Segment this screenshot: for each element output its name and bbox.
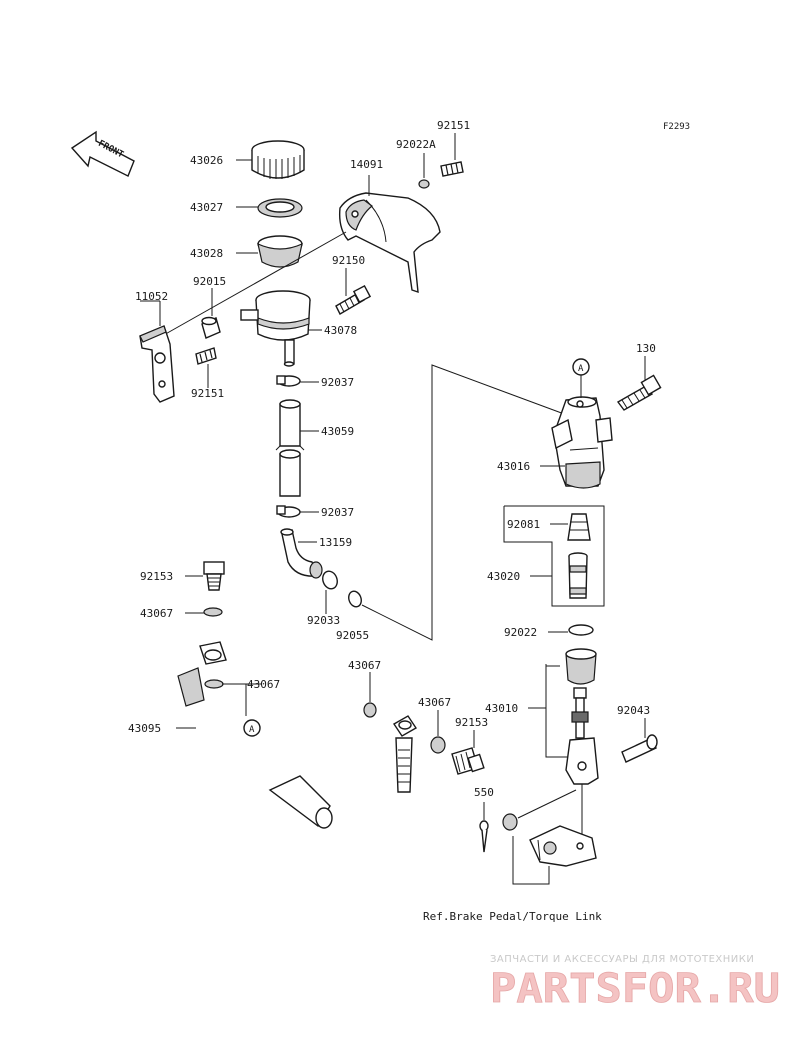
- label-92151-top: 92151: [437, 119, 470, 132]
- callout-a-top-letter: A: [578, 364, 584, 374]
- washer-43067-c: [363, 702, 377, 718]
- boot-92081: [567, 513, 591, 541]
- banjo-bolt-92153-left: [203, 561, 225, 591]
- label-43028: 43028: [190, 247, 223, 260]
- push-rod-43010: [565, 648, 599, 785]
- washer-43067-b: [204, 679, 224, 689]
- label-43095: 43095: [128, 722, 161, 735]
- label-130: 130: [636, 342, 656, 355]
- diagram-code: F2293: [663, 122, 690, 132]
- label-92015: 92015: [193, 275, 226, 288]
- piston-kit-43020: [568, 552, 588, 599]
- brake-hose-43095: [172, 641, 417, 836]
- label-92033: 92033: [307, 614, 340, 627]
- clamp-92037-a: [276, 375, 301, 387]
- label-43059: 43059: [321, 425, 354, 438]
- label-92151-left: 92151: [191, 387, 224, 400]
- label-92037-a: 92037: [321, 376, 354, 389]
- label-14091: 14091: [350, 158, 383, 171]
- label-43027: 43027: [190, 201, 223, 214]
- brake-pedal-link: [529, 825, 597, 867]
- label-43026: 43026: [190, 154, 223, 167]
- reference-note: Ref.Brake Pedal/Torque Link: [423, 910, 602, 923]
- label-11052: 11052: [135, 290, 168, 303]
- reservoir-cover-14091: [338, 192, 441, 294]
- banjo-bolt-92153-mid: [451, 747, 485, 775]
- label-92022: 92022: [504, 626, 537, 639]
- label-43016: 43016: [497, 460, 530, 473]
- label-43078: 43078: [324, 324, 357, 337]
- bracket-11052: [139, 325, 175, 403]
- reservoir-tank-43078: [240, 290, 311, 367]
- label-43067-a: 43067: [140, 607, 173, 620]
- collar-92015: [201, 316, 221, 339]
- circlip-92033: [322, 570, 338, 590]
- callout-a-bottom: A: [243, 719, 261, 737]
- washer-link: [502, 813, 518, 831]
- o-ring-92055: [348, 590, 362, 608]
- callout-a-bottom-letter: A: [249, 725, 255, 735]
- label-92037-b: 92037: [321, 506, 354, 519]
- master-cylinder-43016: [551, 396, 613, 489]
- label-92055: 92055: [336, 629, 369, 642]
- callout-a-top: A: [572, 358, 590, 376]
- label-550: 550: [474, 786, 494, 799]
- washer-43067-a: [203, 607, 223, 617]
- label-92153-left: 92153: [140, 570, 173, 583]
- watermark-brand: PARTSFOR.RU: [490, 966, 780, 1012]
- label-43067-d: 43067: [418, 696, 451, 709]
- label-43067-c: 43067: [348, 659, 381, 672]
- clamp-92037-b: [276, 505, 301, 518]
- bolt-92151-top: [440, 161, 464, 177]
- reservoir-cap-43026: [251, 140, 305, 179]
- pin-92043: [621, 734, 658, 763]
- label-43067-b: 43067: [247, 678, 280, 691]
- bolt-130: [616, 374, 662, 411]
- label-43020: 43020: [487, 570, 520, 583]
- label-92153-mid: 92153: [455, 716, 488, 729]
- bolt-92150: [335, 284, 372, 315]
- washer-92022: [568, 624, 594, 636]
- label-13159: 13159: [319, 536, 352, 549]
- watermark-tagline: ЗАПЧАСТИ И АКСЕССУАРЫ ДЛЯ МОТОТЕХНИКИ: [490, 954, 754, 965]
- elbow-13159: [280, 528, 323, 579]
- washer-92022a: [418, 179, 430, 189]
- bolt-92151-left: [195, 347, 217, 365]
- cotter-pin-550: [479, 820, 489, 853]
- diaphragm-43028: [257, 235, 303, 268]
- label-92081: 92081: [507, 518, 540, 531]
- front-arrow-icon: FRONT: [70, 130, 135, 177]
- label-43010: 43010: [485, 702, 518, 715]
- diaphragm-plate-43027: [257, 198, 303, 218]
- label-92150: 92150: [332, 254, 365, 267]
- label-92022a: 92022A: [396, 138, 436, 151]
- hose-43059: [275, 399, 305, 497]
- label-92043: 92043: [617, 704, 650, 717]
- washer-43067-d: [430, 736, 446, 754]
